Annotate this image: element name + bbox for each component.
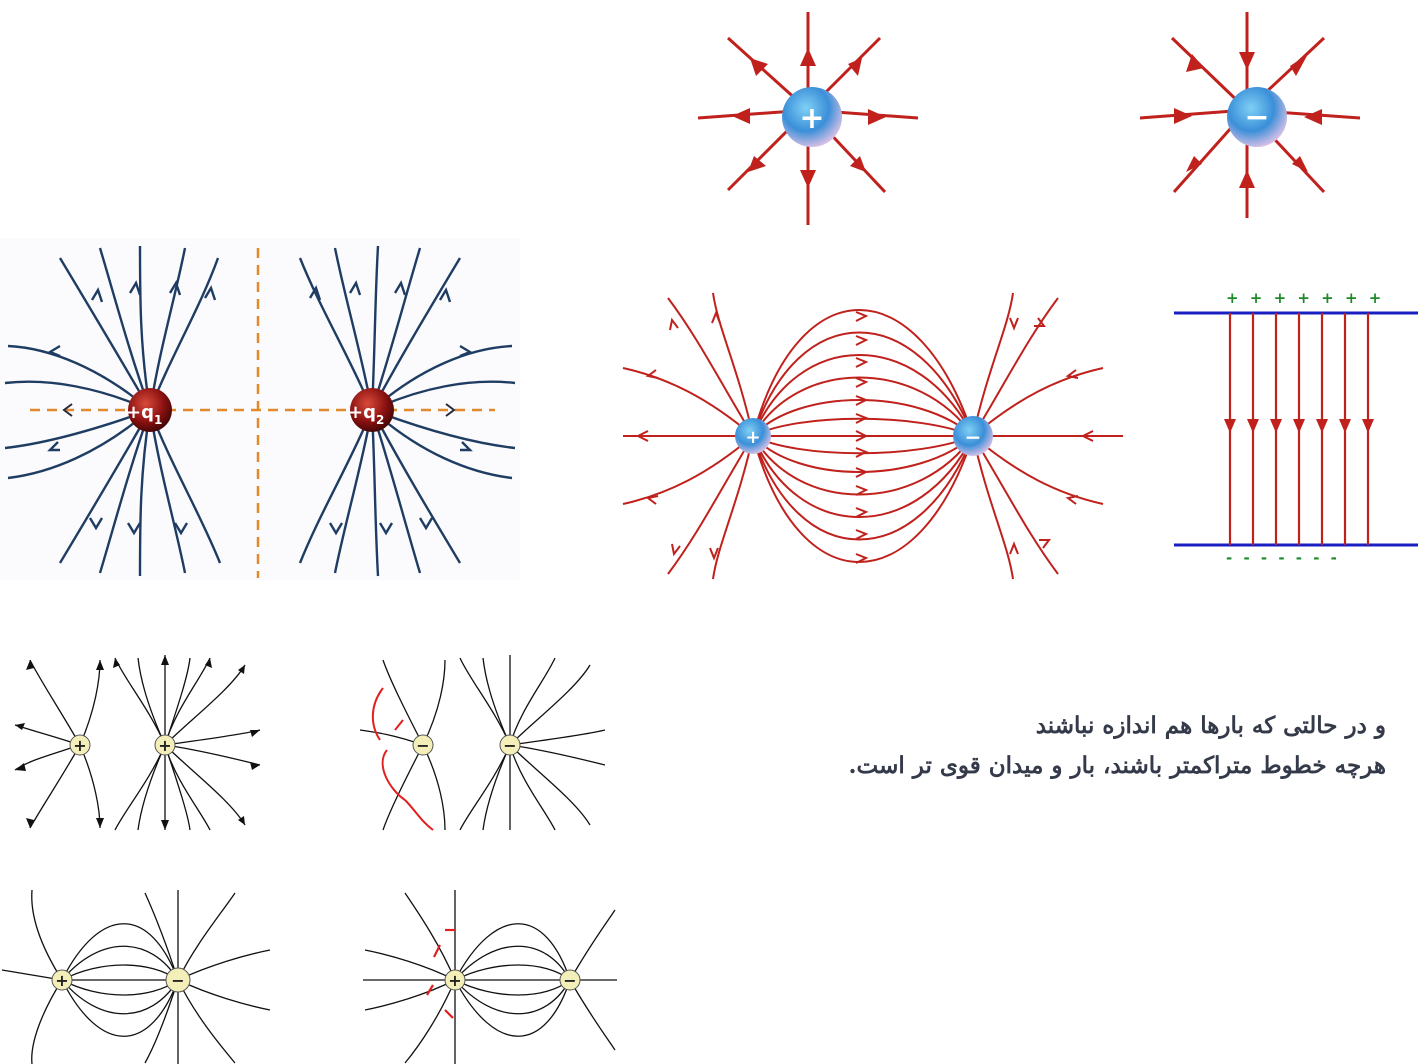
two-like-charges-figure: +q1 +q2 (0, 238, 520, 580)
svg-text:+: + (73, 736, 86, 755)
negative-sign: − (1244, 100, 1269, 135)
top-plate-signs: + + + + + + + (1226, 289, 1384, 307)
text-line-1: و در حالتی که بارها هم اندازه نباشند (1035, 712, 1386, 739)
q2-label: +q (348, 402, 376, 423)
svg-text:+: + (448, 971, 461, 990)
negative-charge-figure: − (1132, 10, 1367, 225)
text-line-2: هرچه خطوط متراکمتر باشند، بار و میدان قو… (848, 752, 1386, 779)
bottom-plate-signs: - - - - - - - (1226, 549, 1340, 565)
svg-text:+: + (55, 971, 68, 990)
svg-text:−: − (171, 971, 184, 990)
parallel-plates-figure: + + + + + + + - - - - - - - (1168, 285, 1422, 565)
positive-charge-figure: + (690, 10, 925, 225)
unequal-negative-charges-figure: − − (345, 650, 610, 835)
q1-label: +q (126, 402, 154, 423)
unequal-dipole-left-figure: + − (0, 885, 275, 1064)
dipole-negative-sign: − (965, 425, 982, 449)
dipole-figure: + − (618, 278, 1128, 590)
q1-subscript: 1 (154, 413, 162, 427)
svg-text:−: − (503, 736, 516, 755)
q2-subscript: 2 (376, 413, 384, 427)
dipole-positive-sign: + (745, 427, 760, 448)
explanation-text: و در حالتی که بارها هم اندازه نباشند هرچ… (686, 706, 1386, 786)
svg-text:+q2: +q2 (348, 402, 384, 427)
svg-text:−: − (563, 971, 576, 990)
svg-text:+q1: +q1 (126, 402, 162, 427)
unequal-positive-charges-figure: + + (0, 650, 265, 835)
svg-text:+: + (158, 736, 171, 755)
svg-text:−: − (416, 736, 429, 755)
positive-sign: + (799, 101, 824, 136)
unequal-dipole-right-figure: + − (345, 885, 620, 1064)
